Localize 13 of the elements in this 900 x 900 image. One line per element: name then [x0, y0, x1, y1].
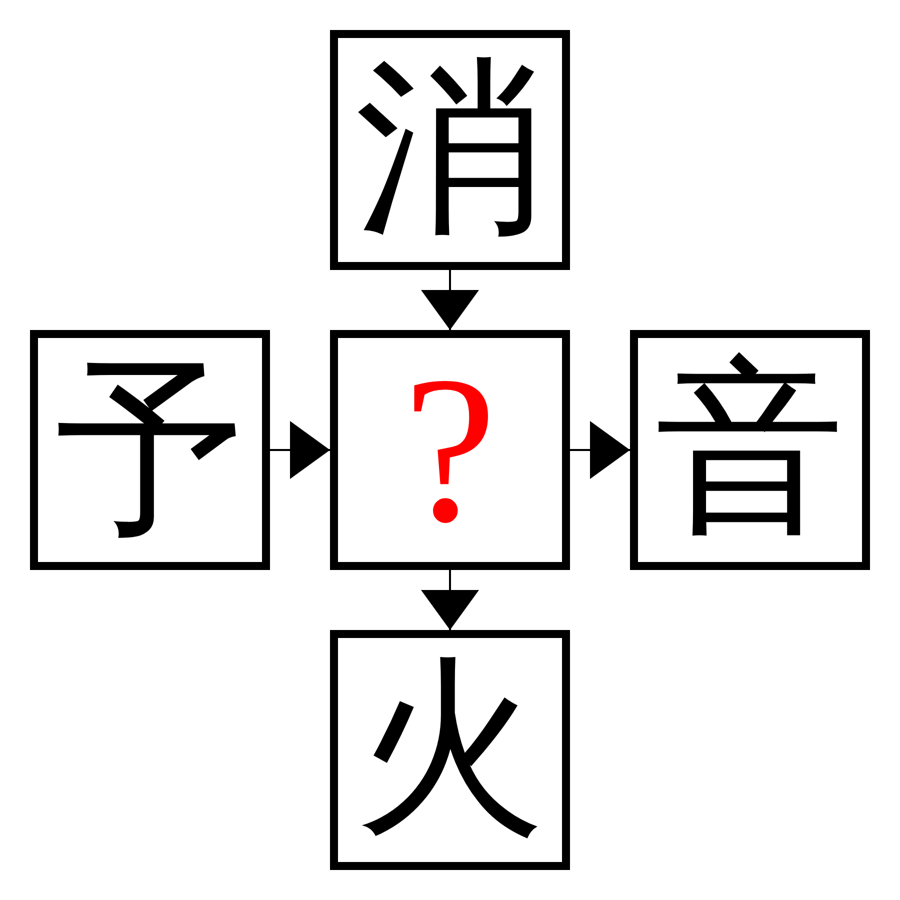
character-box: [30, 330, 270, 570]
arrow: [570, 421, 630, 479]
character-box: [330, 330, 570, 570]
arrow: [270, 421, 330, 479]
arrow: [421, 570, 479, 630]
kanji-character: 予: [55, 355, 245, 545]
character-box: [330, 30, 570, 270]
character-box: [330, 630, 570, 870]
arrow: [421, 270, 479, 330]
kanji-character: 消: [355, 55, 545, 245]
character-box: [630, 330, 870, 570]
question-mark: ?: [403, 345, 497, 555]
kanji-character: 火: [355, 655, 545, 845]
